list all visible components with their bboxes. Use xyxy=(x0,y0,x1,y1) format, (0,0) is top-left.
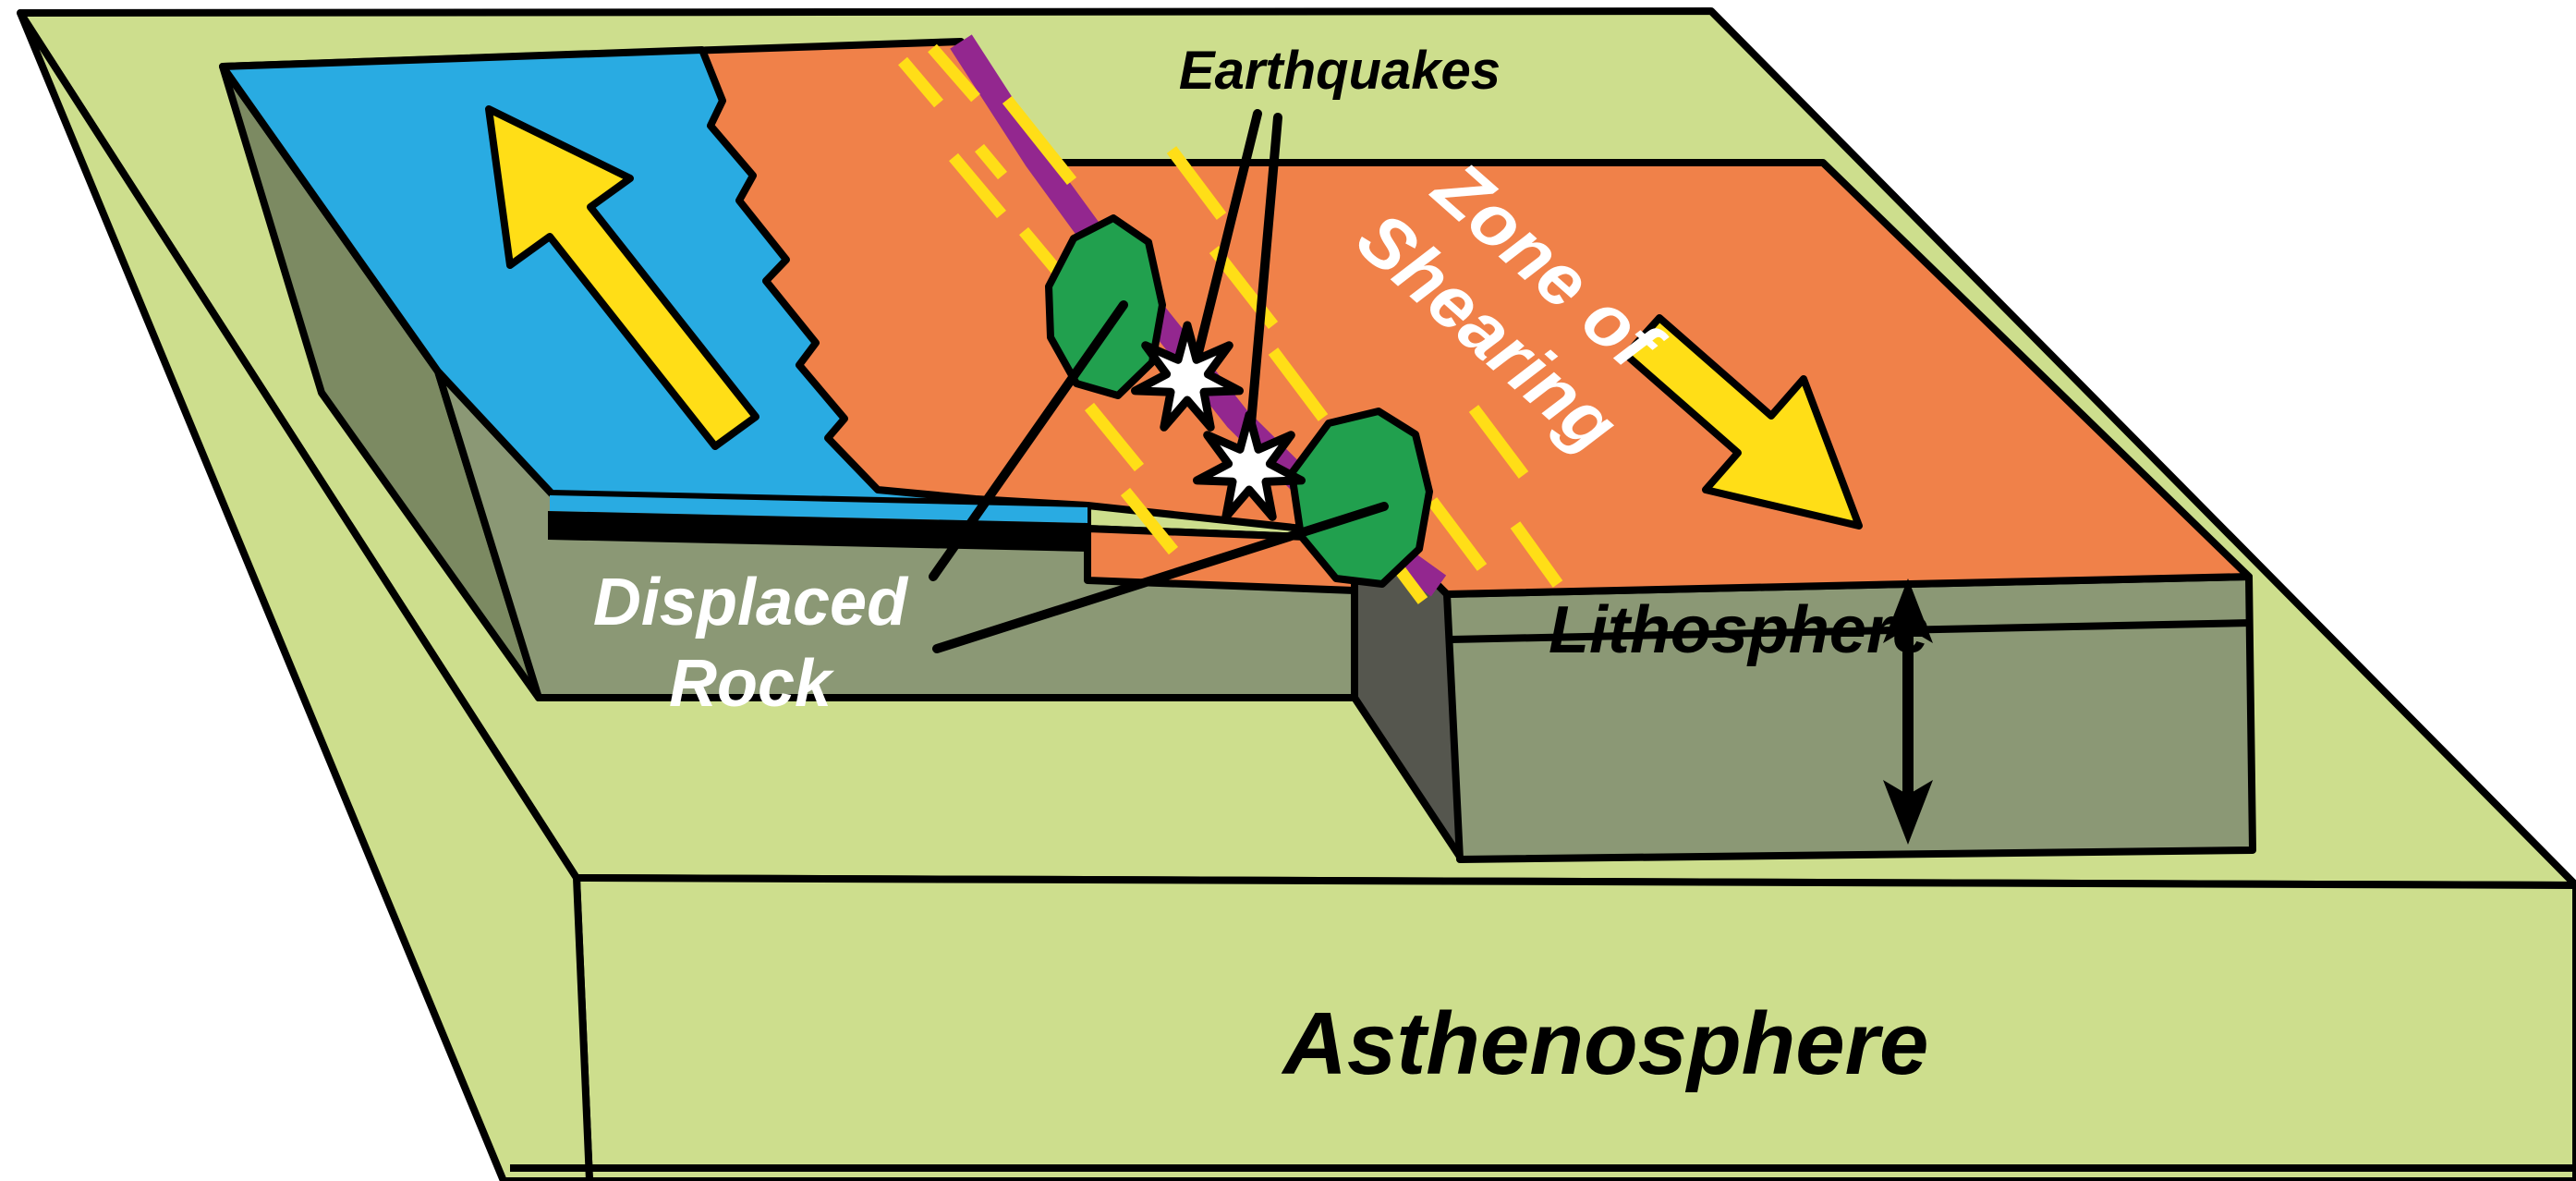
litho-arrow-head-down-icon xyxy=(1883,780,1933,845)
left-block-blue-crust-band xyxy=(550,495,1088,523)
label-displaced-rock-line2: Rock xyxy=(669,647,835,721)
leader-displacedrock-lower-blob xyxy=(932,502,1389,653)
leader-earthquakes-star1 xyxy=(1190,109,1262,372)
shear-dash xyxy=(1427,497,1488,571)
shear-dash xyxy=(975,143,1007,180)
shear-dash xyxy=(898,56,943,108)
shear-dash xyxy=(1268,347,1329,421)
label-lithosphere: Lithosphere xyxy=(1549,593,1929,667)
shear-dash xyxy=(1510,521,1563,588)
shear-dash xyxy=(928,43,980,103)
label-earthquakes: Earthquakes xyxy=(1179,41,1501,101)
shear-dash xyxy=(1120,487,1179,555)
shear-dash xyxy=(1166,146,1227,220)
label-displaced-rock-line1: Displaced xyxy=(593,566,909,639)
leader-lines xyxy=(929,109,1389,653)
shear-dash xyxy=(1084,402,1145,472)
left-block-top-face-blue xyxy=(219,46,1091,509)
earthquake-star-2 xyxy=(1193,410,1306,521)
earthquake-star-1 xyxy=(1131,321,1244,432)
shear-dash xyxy=(949,152,1006,219)
plate-motion-arrow-right xyxy=(1622,314,1863,530)
plate-motion-arrow-left xyxy=(485,105,759,450)
shear-dash xyxy=(1468,405,1529,479)
lithosphere-thickness-arrow xyxy=(1883,578,1933,845)
displaced-rock-blob-lower xyxy=(1288,408,1433,588)
right-block-crust-line xyxy=(1450,619,2252,643)
shear-dash xyxy=(1002,95,1077,186)
leader-displacedrock-upper-blob xyxy=(929,300,1128,581)
litho-arrow-head-up-icon xyxy=(1883,578,1933,643)
displaced-rock-blob-upper xyxy=(1045,214,1166,399)
asthenosphere-left-face xyxy=(17,9,593,1181)
leader-earthquakes-star2 xyxy=(1245,113,1282,439)
label-asthenosphere: Asthenosphere xyxy=(1282,994,1929,1093)
